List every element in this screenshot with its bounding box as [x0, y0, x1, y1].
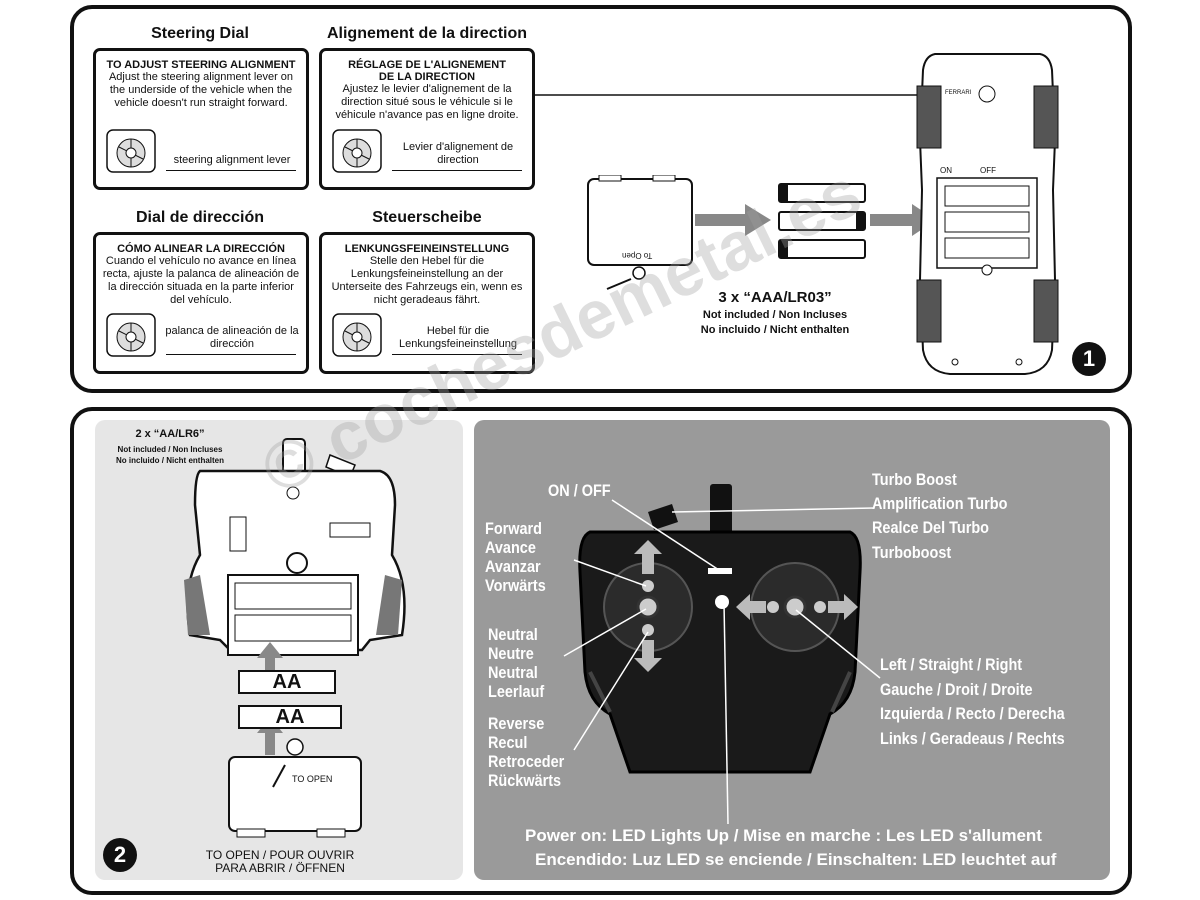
lever-label: palanca de alineación de la dirección	[165, 325, 299, 350]
to-open-line-1: TO OPEN / POUR OUVRIR	[205, 848, 355, 862]
not-included-line-2: No incluido / Nicht enthalten	[700, 324, 850, 336]
switch-on-label: ON	[940, 166, 952, 175]
turbo-en: Turbo Boost	[872, 470, 957, 489]
divider	[392, 354, 522, 355]
reverse-es: Retroceder	[488, 752, 565, 771]
card-body: Stelle den Hebel für die Lenkungsfeinein…	[331, 255, 523, 306]
arrow-right-icon	[695, 204, 771, 236]
aa-battery: AA	[238, 705, 342, 729]
turbo-es: Realce Del Turbo	[872, 518, 989, 537]
to-open-label: To Open	[622, 251, 653, 260]
controller-front-icon	[578, 484, 862, 774]
card-heading: TO ADJUST STEERING ALIGNMENT	[106, 59, 296, 71]
brand-label: FERRARI	[945, 90, 972, 96]
to-open-line-2: PARA ABRIR / ÖFFNEN	[215, 861, 345, 875]
steer-de: Links / Geradeaus / Rechts	[880, 729, 1065, 748]
neutral-en: Neutral	[488, 625, 538, 644]
section-title-es: Dial de dirección	[135, 209, 265, 226]
steering-dial-icon	[106, 313, 156, 357]
card-heading: CÓMO ALINEAR LA DIRECCIÓN	[117, 243, 285, 255]
power-on-line-1: Power on: LED Lights Up / Mise en marche…	[525, 826, 1042, 845]
not-included-line-1: Not included / Non Incluses	[117, 445, 223, 454]
leader-line	[534, 94, 982, 96]
aaa-battery	[778, 183, 866, 203]
step-number-2: 2	[103, 838, 137, 872]
turbo-de: Turboboost	[872, 543, 952, 562]
steer-en: Left / Straight / Right	[880, 655, 1023, 674]
reverse-de: Rückwärts	[488, 771, 562, 790]
battery-cover-icon	[228, 738, 362, 838]
power-on-line-2: Encendido: Luz LED se enciende / Einscha…	[535, 850, 1057, 869]
not-included-line-1: Not included / Non Incluses	[702, 309, 848, 321]
reverse-fr: Recul	[488, 733, 528, 752]
divider	[392, 170, 522, 171]
steering-dial-icon	[332, 313, 382, 357]
neutral-es: Neutral	[488, 663, 538, 682]
forward-es: Avanzar	[485, 557, 541, 576]
neutral-de: Leerlauf	[488, 682, 545, 701]
divider	[166, 354, 296, 355]
turbo-fr: Amplification Turbo	[872, 494, 1008, 513]
neutral-fr: Neutre	[488, 644, 534, 663]
reverse-en: Reverse	[488, 714, 545, 733]
step-number-1: 1	[1072, 342, 1106, 376]
forward-fr: Avance	[485, 538, 536, 557]
battery-count-aaa: 3 x “AAA/LR03”	[718, 289, 832, 306]
card-heading: RÉGLAGE DE L'ALIGNEMENT DE LA DIRECTION	[348, 59, 506, 83]
battery-cover-icon	[587, 175, 693, 290]
steering-dial-icon	[332, 129, 382, 173]
card-body: Cuando el vehículo no avance en línea re…	[102, 255, 300, 306]
forward-en: Forward	[485, 519, 543, 538]
section-title-de: Steuerscheibe	[372, 209, 482, 226]
to-open-cover-label: TO OPEN	[292, 774, 333, 784]
steer-es: Izquierda / Recto / Derecha	[880, 704, 1065, 723]
aa-battery: AA	[238, 670, 336, 694]
section-title-en: Steering Dial	[151, 25, 249, 42]
instruction-card-es: CÓMO ALINEAR LA DIRECCIÓN Cuando el vehí…	[93, 232, 309, 374]
instruction-card-en: TO ADJUST STEERING ALIGNMENT Adjust the …	[93, 48, 309, 190]
instruction-card-fr: RÉGLAGE DE L'ALIGNEMENT DE LA DIRECTION …	[319, 48, 535, 190]
callout-lines	[563, 499, 881, 825]
battery-count-aa: 2 x “AA/LR6”	[135, 428, 205, 440]
lever-label: steering alignment lever	[173, 154, 291, 166]
car-underside-icon	[916, 53, 1059, 375]
controller-back-icon	[184, 438, 406, 656]
forward-de: Vorwärts	[485, 576, 546, 595]
on-off-label: ON / OFF	[548, 481, 611, 500]
steer-fr: Gauche / Droit / Droite	[880, 680, 1033, 699]
arrow-up-icon	[257, 642, 283, 680]
aaa-battery	[778, 239, 866, 259]
not-included-line-2: No incluido / Nicht enthalten	[116, 456, 224, 465]
arrow-right-icon	[870, 204, 936, 236]
lever-label: Hebel für die Lenkungsfeineinstellung	[398, 325, 518, 350]
aaa-battery	[778, 211, 866, 231]
steering-dial-icon	[106, 129, 156, 173]
divider	[166, 170, 296, 171]
switch-off-label: OFF	[980, 166, 996, 175]
card-heading: LENKUNGSFEINEINSTELLUNG	[344, 243, 510, 255]
card-body: Adjust the steering alignment lever on t…	[108, 71, 294, 109]
card-body: Ajustez le levier d'alignement de la dir…	[335, 83, 519, 121]
instruction-card-de: LENKUNGSFEINEINSTELLUNG Stelle den Hebel…	[319, 232, 535, 374]
lever-label: Levier d'alignement de direction	[402, 141, 514, 166]
section-title-fr: Alignement de la direction	[326, 25, 528, 42]
